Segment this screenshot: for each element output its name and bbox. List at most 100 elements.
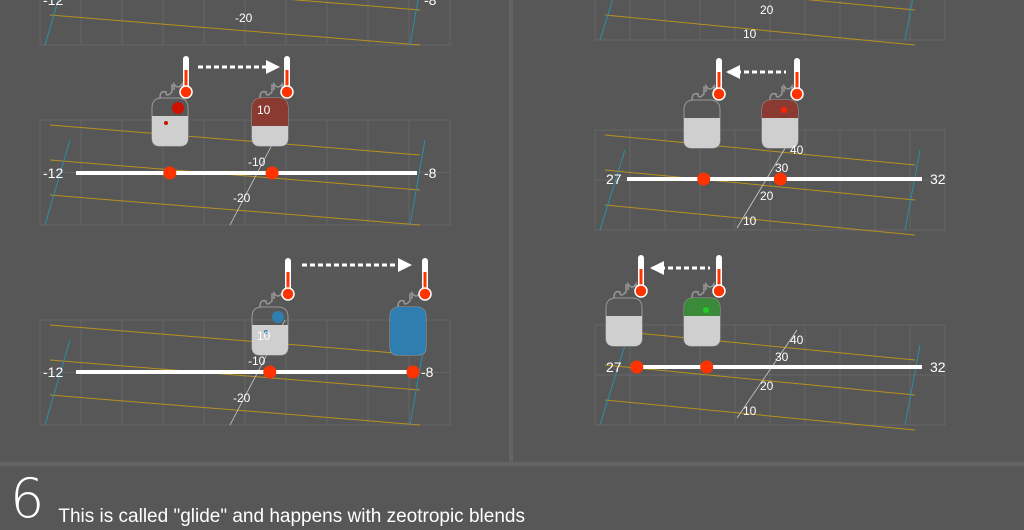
temperature-slider[interactable]: [627, 172, 922, 186]
thermometer-mercury: [285, 70, 289, 90]
grid-amber-line: [49, 359, 421, 391]
axis-line: [736, 329, 798, 419]
slider-handle[interactable]: [163, 166, 177, 180]
slider-handle[interactable]: [406, 365, 420, 379]
thermometer-bulb: [281, 287, 295, 301]
grid-teal-line: [44, 0, 59, 46]
grid-teal-line: [409, 139, 426, 226]
arrow-right-icon: [266, 60, 280, 74]
slider-max-label: 32: [930, 171, 946, 187]
arrow-left-icon: [650, 261, 664, 275]
axis-tick-label: -20: [233, 391, 251, 405]
thermometer-bulb: [712, 87, 726, 101]
grid-teal-line: [904, 344, 921, 426]
grid-amber-line: [49, 124, 421, 156]
slider-min-label: -12: [43, 0, 63, 8]
slider-min-label: 27: [606, 171, 622, 187]
thermometer-mercury: [717, 72, 721, 92]
slider-handle[interactable]: [263, 365, 277, 379]
thermometer-mercury: [423, 272, 427, 292]
axis-tick-label: 40: [790, 143, 804, 157]
axis-tick-label: 30: [775, 161, 789, 175]
cylinder-fill: [252, 98, 288, 126]
thermometer-mercury: [184, 70, 188, 90]
axis-tick-label: 10: [257, 329, 271, 343]
axis-tick-label: 30: [775, 350, 789, 364]
caption-text: This is called "glide" and happens with …: [58, 506, 525, 527]
cylinder-liquid: [684, 118, 720, 148]
arrow-right-icon: [398, 258, 412, 272]
thermometer-bulb: [418, 287, 432, 301]
grid-teal-line: [44, 139, 71, 226]
grid-teal-line: [599, 344, 626, 426]
slider-max-label: -8: [421, 364, 434, 380]
refrigerant-cylinder-icon: [761, 83, 799, 149]
thermometer-mercury: [717, 269, 721, 289]
grid-amber-line: [49, 394, 421, 426]
cylinder-vapor: [762, 100, 798, 118]
slider-min-label: -12: [43, 165, 63, 181]
axis-tick-label: 20: [760, 189, 774, 203]
panel-divider-vertical: [509, 0, 513, 463]
refrigerant-cylinder-icon: [605, 281, 643, 347]
thermometer-bulb: [790, 87, 804, 101]
slider-handle[interactable]: [265, 166, 279, 180]
refrigerant-cylinder-icon: [683, 281, 721, 347]
slider-handle[interactable]: [697, 172, 711, 186]
grid-teal-line: [904, 149, 921, 231]
thermometer-mercury: [795, 72, 799, 92]
temperature-slider[interactable]: [630, 360, 922, 374]
thermometer-bulb: [712, 284, 726, 298]
cylinder-liquid: [762, 118, 798, 148]
axis-tick-label: -20: [235, 11, 253, 25]
temperature-slider[interactable]: [76, 166, 417, 180]
axis-tick-label: -10: [248, 354, 266, 368]
panel-left-bottom: -12 -8 10 -10 -20: [39, 258, 451, 426]
bubble-icon: [264, 330, 268, 334]
thermometer-bulb: [280, 85, 294, 99]
axis-tick-label: 20: [760, 379, 774, 393]
grid-amber-line: [604, 134, 916, 166]
grid-teal-line: [599, 0, 614, 41]
cylinder-liquid: [152, 116, 188, 146]
slider-handle[interactable]: [700, 360, 714, 374]
axis-tick-label: -20: [233, 191, 251, 205]
slider-max-label: 32: [930, 359, 946, 375]
slider-max-label: -8: [424, 165, 437, 181]
grid-teal-line: [44, 339, 71, 426]
thermometer-bulb: [179, 85, 193, 99]
axis-tick-label: 10: [743, 404, 757, 418]
axis-tick-label: 40: [790, 333, 804, 347]
slider-max-label: -8: [424, 0, 437, 8]
thermometer-mercury: [286, 272, 290, 292]
grid-teal-line: [904, 0, 914, 41]
axis-line: [736, 139, 791, 229]
grid-amber-line: [604, 14, 916, 46]
slider-min-label: 27: [606, 359, 622, 375]
droplet-icon: [703, 307, 709, 313]
top-fragment-left: -12 -20 -8: [39, 0, 451, 46]
slider-min-label: -12: [43, 364, 63, 380]
slider-handle[interactable]: [630, 360, 644, 374]
bubble-icon: [172, 102, 184, 114]
cylinder-liquid: [606, 316, 642, 346]
temperature-slider[interactable]: [76, 365, 420, 379]
thermometer-bulb: [634, 284, 648, 298]
refrigerant-cylinder-icon: [389, 290, 427, 356]
axis-tick-label: 10: [743, 27, 757, 41]
cylinder-fill: [390, 307, 426, 355]
grid-amber-line: [604, 399, 916, 431]
grid-amber-line: [290, 0, 421, 11]
bubble-icon: [164, 121, 168, 125]
refrigerant-cylinder-icon: [151, 81, 189, 147]
grid-amber-line: [604, 204, 916, 236]
cylinder-liquid: [684, 316, 720, 346]
refrigerant-cylinder-icon: [251, 81, 289, 147]
axis-tick-label: 20: [760, 3, 774, 17]
grid-teal-line: [409, 0, 419, 46]
slider-handle[interactable]: [773, 172, 787, 186]
axis-tick-label: -10: [248, 155, 266, 169]
